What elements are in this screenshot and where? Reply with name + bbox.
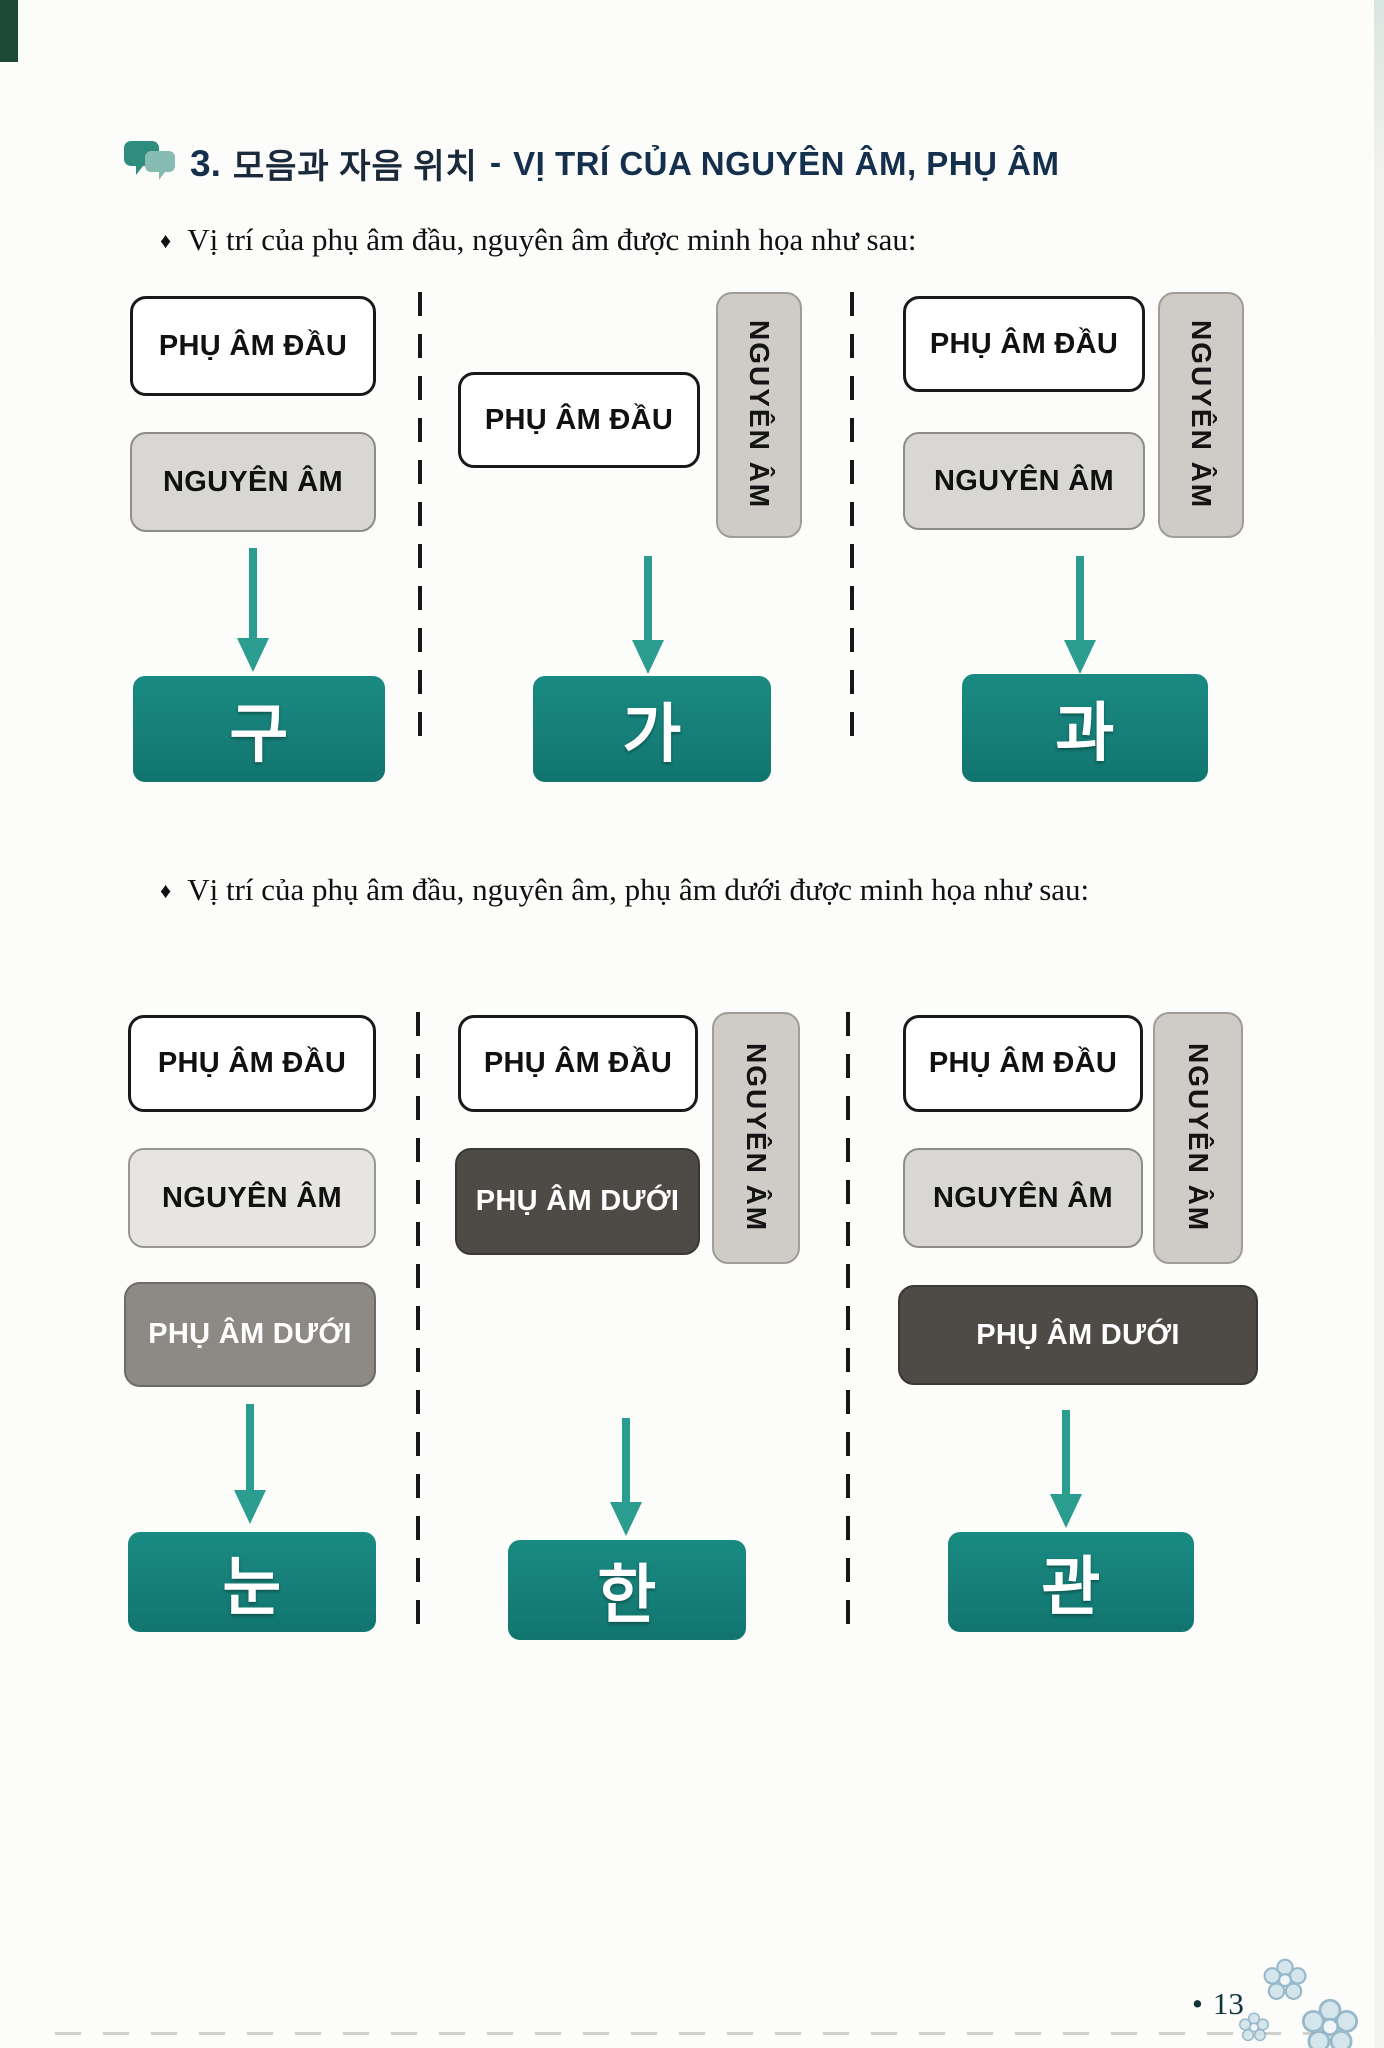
section-number: 3. [190, 142, 221, 184]
vowel-box-vertical: NGUYÊN ÂM [1153, 1012, 1243, 1264]
syllable-result-box: 가 [533, 676, 771, 782]
syllable-result-box: 과 [962, 674, 1208, 782]
bullet-text-2: Vị trí của phụ âm đầu, nguyên âm, phụ âm… [187, 872, 1090, 907]
bullet-marker: ♦ [160, 878, 172, 903]
down-arrow-icon [1050, 1410, 1082, 1528]
vowel-label: NGUYÊN ÂM [744, 320, 775, 510]
syllable-result: 관 [1041, 1550, 1101, 1625]
vowel-label: NGUYÊN ÂM [1186, 320, 1217, 510]
syllable-result: 한 [597, 1558, 657, 1633]
vowel-label: NGUYÊN ÂM [741, 1043, 772, 1233]
section-title-vietnamese: VỊ TRÍ CỦA NGUYÊN ÂM, PHỤ ÂM [513, 144, 1060, 182]
page-number-value: 13 [1212, 1986, 1244, 2021]
vowel-box: NGUYÊN ÂM [903, 1148, 1143, 1248]
initial-consonant-label: PHỤ ÂM ĐẦU [158, 329, 348, 362]
down-arrow-icon [234, 1404, 266, 1524]
vowel-box: NGUYÊN ÂM [128, 1148, 376, 1248]
initial-consonant-label: PHỤ ÂM ĐẦU [483, 1047, 673, 1079]
vowel-label: NGUYÊN ÂM [1183, 1043, 1214, 1233]
syllable-result-box: 관 [948, 1532, 1194, 1632]
initial-consonant-box: PHỤ ÂM ĐẦU [130, 296, 376, 396]
down-arrow-icon [632, 556, 664, 674]
final-consonant-label: PHỤ ÂM DƯỚI [976, 1318, 1180, 1351]
final-consonant-box: PHỤ ÂM DƯỚI [124, 1282, 376, 1387]
initial-consonant-label: PHỤ ÂM ĐẦU [928, 1047, 1118, 1079]
page-top-gradient [0, 0, 1384, 30]
diagram-separator [418, 292, 422, 750]
syllable-result-box: 눈 [128, 1532, 376, 1632]
initial-consonant-label: PHỤ ÂM ĐẦU [484, 403, 674, 436]
title-separator: - [489, 144, 502, 182]
vowel-box: NGUYÊN ÂM [903, 432, 1145, 530]
down-arrow-icon [610, 1418, 642, 1536]
page-number: • 13 [1192, 1986, 1244, 2022]
syllable-result: 눈 [222, 1550, 282, 1625]
diagram-separator [416, 1012, 420, 1634]
syllable-result-box: 한 [508, 1540, 746, 1640]
bullet-text-1: Vị trí của phụ âm đầu, nguyên âm được mi… [187, 222, 917, 257]
final-consonant-label: PHỤ ÂM DƯỚI [148, 1318, 352, 1350]
final-consonant-label: PHỤ ÂM DƯỚI [475, 1185, 680, 1217]
initial-consonant-box: PHỤ ÂM ĐẦU [458, 1015, 698, 1112]
vowel-label: NGUYÊN ÂM [933, 1181, 1113, 1214]
down-arrow-icon [1064, 556, 1096, 674]
down-arrow-icon [237, 548, 269, 672]
section-heading: 3. 모음과 자음 위치 - VỊ TRÍ CỦA NGUYÊN ÂM, PHỤ… [124, 138, 1059, 189]
initial-consonant-label: PHỤ ÂM ĐẦU [157, 1047, 347, 1079]
initial-consonant-box: PHỤ ÂM ĐẦU [458, 372, 700, 468]
syllable-result: 구 [229, 697, 289, 772]
book-spine-strip [0, 0, 18, 62]
bullet-marker: ♦ [160, 228, 172, 253]
syllable-result-box: 구 [133, 676, 385, 782]
section-title-korean: 모음과 자음 위치 [232, 149, 478, 186]
diagram-separator [846, 1012, 850, 1634]
diagram-separator [850, 292, 854, 750]
vowel-box-vertical: NGUYÊN ÂM [716, 292, 802, 538]
bullet-point-1: ♦ Vị trí của phụ âm đầu, nguyên âm được … [160, 216, 1300, 264]
vowel-label: NGUYÊN ÂM [162, 1181, 342, 1214]
final-consonant-box: PHỤ ÂM DƯỚI [455, 1148, 700, 1255]
initial-consonant-box: PHỤ ÂM ĐẦU [903, 1015, 1143, 1112]
vowel-box-vertical: NGUYÊN ÂM [712, 1012, 800, 1264]
vowel-label: NGUYÊN ÂM [163, 465, 343, 498]
flower-decoration-icon [1263, 1958, 1307, 2000]
initial-consonant-label: PHỤ ÂM ĐẦU [929, 327, 1119, 360]
final-consonant-box-wide: PHỤ ÂM DƯỚI [898, 1285, 1258, 1385]
vowel-label: NGUYÊN ÂM [934, 464, 1114, 497]
vowel-box-vertical: NGUYÊN ÂM [1158, 292, 1244, 538]
speech-bubbles-icon [124, 138, 178, 189]
vowel-box: NGUYÊN ÂM [130, 432, 376, 532]
page-bottom-dashes [55, 2032, 1325, 2035]
flower-decoration-icon [1301, 1998, 1359, 2048]
bullet-point-2: ♦ Vị trí của phụ âm đầu, nguyên âm, phụ … [160, 866, 1250, 914]
page-number-marker: • [1192, 1986, 1203, 2021]
initial-consonant-box: PHỤ ÂM ĐẦU [128, 1015, 376, 1112]
syllable-result: 과 [1055, 696, 1115, 771]
initial-consonant-box: PHỤ ÂM ĐẦU [903, 296, 1145, 392]
flower-decoration-icon [1239, 2012, 1269, 2042]
syllable-result: 가 [622, 697, 682, 772]
page-right-edge [1374, 0, 1384, 2048]
